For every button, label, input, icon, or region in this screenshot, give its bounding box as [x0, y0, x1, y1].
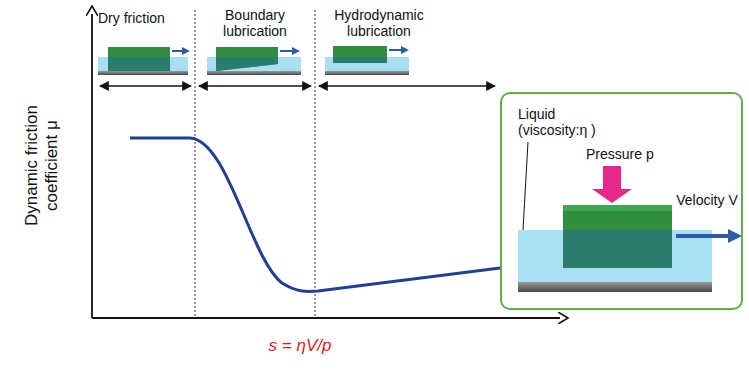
y-axis — [91, 14, 93, 318]
friction-curve — [130, 138, 500, 291]
region-divider — [195, 10, 196, 318]
axis-title: Dynamic friction coefficient μ — [22, 76, 61, 256]
hydrodynamic-lubrication-icon — [325, 46, 409, 75]
range-arrow — [199, 85, 311, 86]
sliding-block-illustration — [518, 142, 742, 292]
region-label: Dry friction — [98, 10, 198, 26]
inset-panel: Liquid (viscosity:η ) Pressure p Velocity … — [500, 92, 743, 310]
x-axis — [92, 317, 560, 319]
region-divider — [315, 10, 316, 318]
inset-label: Pressure p — [586, 146, 706, 162]
region-label: Boundary lubrication — [200, 7, 310, 39]
inset-label: Liquid (viscosity:η ) — [518, 106, 628, 138]
axis-title: s = ηV/p — [220, 336, 380, 356]
range-arrow — [100, 85, 191, 86]
region-label: Hydrodynamic lubrication — [318, 7, 440, 39]
range-arrow — [319, 85, 495, 86]
boundary-lubrication-icon — [207, 47, 301, 75]
dry-friction-icon — [98, 47, 188, 75]
inset-label: Velocity V — [676, 192, 738, 208]
